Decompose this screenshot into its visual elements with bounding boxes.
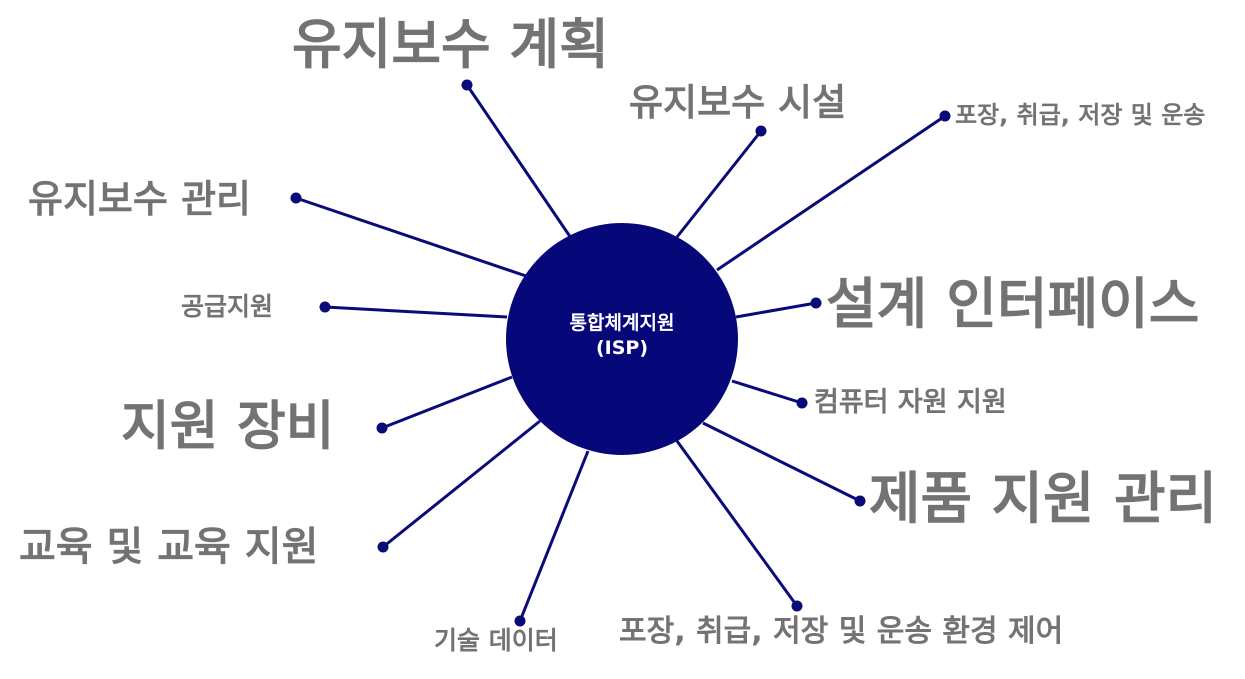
label-supply-support: 공급지원 <box>181 292 274 321</box>
label-support-equipment: 지원 장비 <box>121 396 335 457</box>
endpoint-dot-supply-support <box>319 301 331 313</box>
connector-computer-resources-support <box>731 379 803 405</box>
endpoint-dot-support-equipment <box>376 422 388 434</box>
endpoint-dot-phst-environment-control <box>791 600 803 612</box>
label-maintenance-planning: 유지보수 계획 <box>292 13 609 76</box>
connector-phst <box>716 114 946 272</box>
connector-product-support-management <box>702 421 861 503</box>
label-maintenance-management: 유지보수 관리 <box>28 177 251 221</box>
connector-maintenance-management <box>295 196 527 278</box>
hub-circle <box>506 223 738 455</box>
endpoint-dot-product-support-management <box>854 495 866 507</box>
connector-maintenance-planning <box>465 84 573 239</box>
hub-title: 통합체계지원 (ISP) <box>506 311 738 360</box>
endpoint-dot-maintenance-facilities <box>755 125 767 137</box>
label-maintenance-facilities: 유지보수 시설 <box>629 81 847 124</box>
endpoint-dot-technical-data <box>514 615 526 627</box>
connector-training-support <box>382 419 541 549</box>
label-technical-data: 기술 데이터 <box>434 626 558 655</box>
endpoint-dot-training-support <box>377 541 389 553</box>
label-computer-resources-support: 컴퓨터 자원 지원 <box>814 387 1007 418</box>
label-design-interface: 설계 인터페이스 <box>826 272 1200 336</box>
label-phst-environment-control: 포장, 취급, 저장 및 운송 환경 제어 <box>619 614 1064 649</box>
endpoint-dot-design-interface <box>810 297 822 309</box>
connector-design-interface <box>735 301 817 319</box>
connector-supply-support <box>324 305 508 319</box>
hub-title-line1: 통합체계지원 <box>569 312 675 334</box>
hub-title-line2: (ISP) <box>595 336 649 359</box>
endpoint-dot-maintenance-planning <box>461 79 473 91</box>
endpoint-dot-maintenance-management <box>290 192 302 204</box>
endpoint-dot-phst <box>939 110 951 122</box>
connector-maintenance-facilities <box>675 130 763 238</box>
label-phst: 포장, 취급, 저장 및 운송 <box>955 101 1206 129</box>
endpoint-dot-computer-resources-support <box>796 397 808 409</box>
connector-technical-data <box>518 450 590 622</box>
connector-phst-environment-control <box>675 440 799 607</box>
connector-support-equipment <box>381 375 513 430</box>
label-product-support-management: 제품 지원 관리 <box>869 467 1218 532</box>
label-training-support: 교육 및 교육 지원 <box>19 524 319 570</box>
